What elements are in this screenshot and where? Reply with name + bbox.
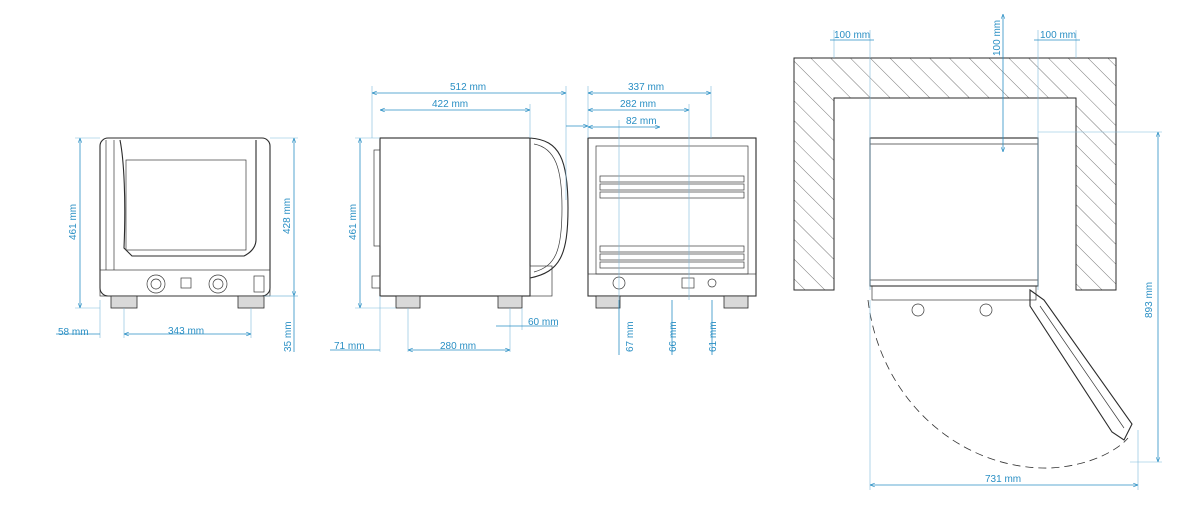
rear-width-label: 337 mm	[628, 82, 664, 93]
front-left-offset-label: 58 mm	[58, 327, 89, 338]
rear-view: 337 mm 282 mm 82 mm 67 mm 66 mm 61 mm	[587, 82, 757, 355]
door-swing-arc	[867, 299, 1129, 469]
top-clear-rear-label: 100 mm	[992, 20, 1003, 56]
rear-conn1-label: 67 mm	[625, 321, 636, 352]
side-height-label: 461 mm	[348, 204, 359, 240]
top-clear-left-label: 100 mm	[834, 30, 870, 41]
rear-conn3-label: 61 mm	[708, 321, 719, 352]
front-feet-spacing-label: 343 mm	[168, 326, 204, 337]
side-front-offset-label: 71 mm	[334, 341, 365, 352]
top-view: 100 mm 100 mm 100 mm 893 mm 731 mm	[793, 14, 1162, 490]
front-height-label: 461 mm	[68, 204, 79, 240]
side-rear-offset-label: 60 mm	[528, 317, 559, 328]
side-feet-spacing-label: 280 mm	[440, 341, 476, 352]
front-inner-height-label: 428 mm	[282, 198, 293, 234]
rear-vent-grille-bottom	[599, 245, 745, 269]
top-clear-right-label: 100 mm	[1040, 30, 1076, 41]
rear-conn2-label: 66 mm	[668, 321, 679, 352]
top-width-open-label: 731 mm	[985, 474, 1021, 485]
front-feet-height-label: 35 mm	[283, 321, 294, 352]
side-total-depth-label: 512 mm	[450, 82, 486, 93]
front-view: 461 mm 428 mm 58 mm 343 mm 35 mm	[56, 137, 298, 352]
rear-vent-grille-top	[599, 175, 745, 199]
wall-hatch	[793, 57, 1117, 291]
top-depth-open-label: 893 mm	[1144, 282, 1155, 318]
rear-width3-label: 82 mm	[626, 116, 657, 127]
side-body-depth-label: 422 mm	[432, 99, 468, 110]
side-view: 512 mm 422 mm 461 mm 71 mm 280 mm 60 mm	[330, 82, 588, 352]
rear-width2-label: 282 mm	[620, 99, 656, 110]
